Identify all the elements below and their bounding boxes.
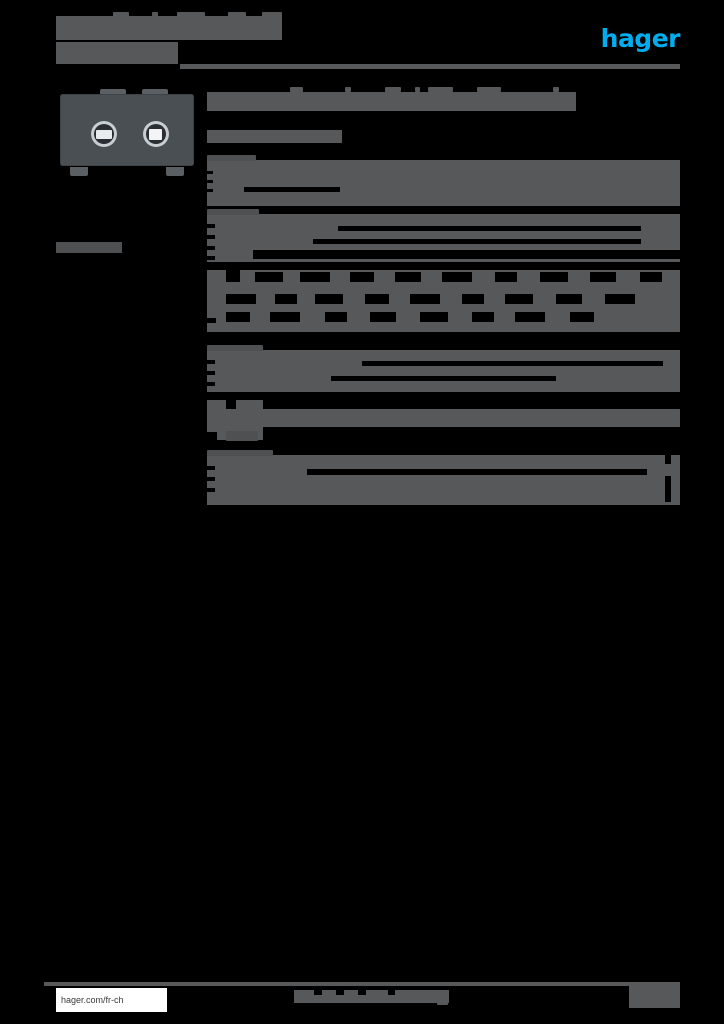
product-title-ascender-1	[290, 87, 303, 92]
product-foot-right	[166, 167, 184, 176]
spec-1-tick-1	[207, 171, 213, 174]
spec-1-value-gap	[244, 187, 340, 192]
spec-section-2-header	[207, 209, 259, 215]
title-ascender-5	[262, 12, 282, 18]
product-caption-redacted	[56, 242, 122, 253]
spec-section-6	[207, 455, 680, 505]
spec-4-row-1-dots	[362, 361, 663, 366]
page-header: hager	[0, 0, 724, 74]
product-title-redacted	[207, 92, 576, 111]
spec-section-1	[207, 160, 680, 206]
spec-section-4	[207, 350, 680, 392]
product-title-ascender-3	[385, 87, 401, 92]
product-tab-right-icon	[142, 89, 168, 96]
footer-center-redacted	[294, 990, 449, 1003]
document-title-redacted	[56, 16, 282, 40]
product-body	[60, 94, 194, 166]
spec-section-6-header	[207, 450, 273, 456]
product-foot-left	[70, 167, 88, 176]
spec-2-row-2-dots	[313, 239, 641, 244]
spec-1-tick-3	[207, 189, 213, 192]
product-socket-right-icon	[143, 121, 169, 147]
product-socket-left-icon	[91, 121, 117, 147]
product-title-ascender-5	[428, 87, 453, 92]
title-ascender-2	[152, 12, 158, 18]
title-ascender-4	[228, 12, 246, 18]
spec-1-tick-2	[207, 180, 213, 183]
product-tab-left-icon	[100, 89, 126, 96]
spec-2-row-1-dots	[338, 226, 641, 231]
product-photo	[56, 86, 198, 178]
hager-logo: hager	[600, 24, 681, 53]
footer-website-link[interactable]: hager.com/fr-ch	[56, 988, 167, 1012]
spec-6-row-1-dots	[307, 469, 647, 475]
left-column	[56, 86, 198, 178]
document-subtitle-redacted	[56, 42, 178, 64]
footer-divider	[44, 982, 680, 986]
spec-4-row-2-dots	[331, 376, 556, 381]
product-reference-redacted	[207, 130, 342, 143]
title-ascender-3	[177, 12, 205, 18]
product-title-ascender-6	[477, 87, 501, 92]
footer-center-descender	[437, 999, 448, 1005]
spec-2-row-3-dots	[253, 250, 680, 259]
title-ascender-1	[113, 12, 129, 18]
product-title-ascender-7	[553, 87, 559, 92]
footer-page-number-redacted	[629, 986, 680, 1008]
product-title-ascender-2	[345, 87, 351, 92]
spec-section-4-header	[207, 345, 263, 351]
product-title-ascender-4	[415, 87, 420, 92]
header-divider	[180, 64, 680, 69]
spec-5-footnote	[226, 431, 258, 441]
spec-section-1-header	[207, 155, 256, 161]
